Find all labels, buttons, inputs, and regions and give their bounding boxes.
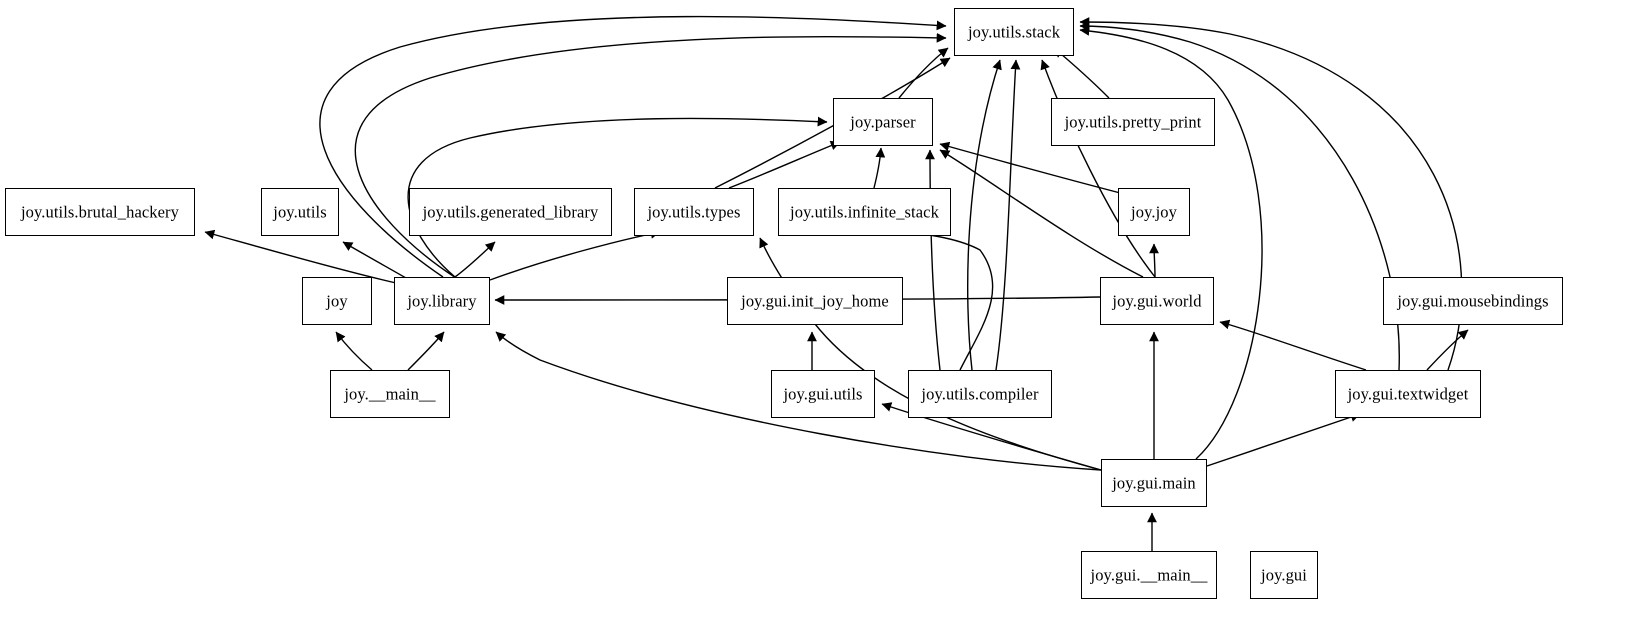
- graph-node-label: joy.gui: [1261, 565, 1307, 585]
- graph-node-label: joy.utils.compiler: [921, 384, 1039, 404]
- graph-node-joy-utils[interactable]: joy.utils: [261, 188, 339, 236]
- graph-node-label: joy: [326, 291, 348, 311]
- edge-joy-gui-textwidget-to-joy-gui-mousebindings: [1426, 329, 1469, 371]
- graph-node-joy-utils-types[interactable]: joy.utils.types: [634, 188, 754, 236]
- graph-node-label: joy.utils: [273, 202, 327, 222]
- graph-node-joy-gui[interactable]: joy.gui: [1250, 551, 1318, 599]
- edge-joy-main-to-joy-library: [407, 331, 445, 371]
- edge-joy-parser-to-joy-utils-stack: [898, 47, 949, 99]
- graph-node-label: joy.utils.pretty_print: [1064, 112, 1202, 132]
- edge-joy-utils-types-to-joy-parser: [728, 140, 841, 189]
- edge-joy-library-to-joy-utils-generated-library: [454, 241, 496, 278]
- edge-joy-gui-world-to-joy-utils-stack: [1040, 59, 1156, 278]
- edge-joy-gui-main-to-joy-gui-textwidget: [1206, 412, 1361, 467]
- graph-node-label: joy.utils.infinite_stack: [790, 202, 939, 222]
- graph-node-label: joy.gui.utils: [783, 384, 863, 404]
- edge-joy-library-to-joy-utils-types: [489, 229, 661, 281]
- graph-node-joy-main[interactable]: joy.__main__: [330, 370, 450, 418]
- graph-node-joy-utils-generated-library[interactable]: joy.utils.generated_library: [409, 188, 612, 236]
- edge-joy-gui-main-to-joy-utils-stack: [1079, 26, 1263, 460]
- edge-joy-gui-main-to-joy-gui-utils: [881, 402, 1102, 471]
- edge-joy-library-to-joy-utils-stack-b: [354, 32, 947, 279]
- edge-joy-utils-compiler-to-joy-parser: [925, 149, 941, 371]
- graph-node-label: joy.gui.textwidget: [1347, 384, 1469, 404]
- edge-joy-main-to-joy: [335, 331, 373, 371]
- graph-node-joy-gui-textwidget[interactable]: joy.gui.textwidget: [1335, 370, 1481, 418]
- edge-joy-utils-compiler-to-joy-utils-stack-b: [995, 59, 1021, 371]
- edge-joy-library-to-joy-utils: [342, 241, 407, 279]
- graph-node-joy-utils-infinite-stack[interactable]: joy.utils.infinite_stack: [778, 188, 951, 236]
- graph-node-label: joy.utils.stack: [967, 22, 1061, 42]
- graph-node-label: joy.joy: [1131, 202, 1177, 222]
- graph-node-joy-gui-mousebindings[interactable]: joy.gui.mousebindings: [1383, 277, 1563, 325]
- graph-node-joy-joy[interactable]: joy.joy: [1118, 188, 1190, 236]
- edge-joy-joy-to-joy-parser: [939, 141, 1129, 196]
- graph-node-label: joy.gui.mousebindings: [1397, 291, 1549, 311]
- edge-joy-gui-world-to-joy-library: [494, 295, 1101, 305]
- graph-node-joy-gui-init-joy-home[interactable]: joy.gui.init_joy_home: [727, 277, 903, 325]
- graph-node-label: joy.gui.__main__: [1090, 565, 1208, 585]
- graph-node-joy-utils-compiler[interactable]: joy.utils.compiler: [908, 370, 1052, 418]
- edge-joy-utils-infinite-stack-to-joy-parser: [873, 147, 886, 189]
- graph-node-joy-gui-utils[interactable]: joy.gui.utils: [771, 370, 875, 418]
- graph-node-joy[interactable]: joy: [302, 277, 372, 325]
- graph-node-joy-gui-world[interactable]: joy.gui.world: [1100, 277, 1214, 325]
- edge-joy-utils-compiler-to-joy-utils-stack-a: [967, 59, 1002, 371]
- edge-joy-gui-textwidget-to-joy-utils-stack-b: [1079, 17, 1463, 371]
- edge-joy-library-to-joy-utils-stack-a: [319, 15, 947, 278]
- edge-joy-gui-world-to-joy-joy: [1149, 243, 1159, 278]
- edge-joy-gui-textwidget-to-joy-gui-world: [1219, 319, 1367, 371]
- edge-joy-library-to-joy-utils-brutal-hackery: [204, 229, 397, 284]
- graph-node-joy-utils-pretty-print[interactable]: joy.utils.pretty_print: [1051, 98, 1215, 146]
- graph-node-joy-utils-stack[interactable]: joy.utils.stack: [954, 8, 1074, 56]
- graph-node-joy-gui-main[interactable]: joy.gui.__main__: [1081, 551, 1217, 599]
- graph-node-label: joy.utils.generated_library: [422, 202, 599, 222]
- edge-joy-gui-world-to-joy-parser: [939, 149, 1144, 278]
- graph-node-label: joy.utils.types: [647, 202, 741, 222]
- graph-node-label: joy.utils.brutal_hackery: [20, 202, 180, 222]
- graph-node-label: joy.parser: [850, 112, 916, 132]
- graph-node-label: joy.gui.main: [1112, 473, 1196, 493]
- graph-node-joy-gui-main[interactable]: joy.gui.main: [1101, 459, 1207, 507]
- edge-joy-gui-main-to-joy-utils-types: [759, 237, 1102, 471]
- graph-node-joy-library[interactable]: joy.library: [394, 277, 490, 325]
- graph-node-joy-parser[interactable]: joy.parser: [833, 98, 933, 146]
- graph-node-label: joy.library: [407, 291, 477, 311]
- graph-node-label: joy.gui.world: [1112, 291, 1202, 311]
- graph-node-joy-utils-brutal-hackery[interactable]: joy.utils.brutal_hackery: [5, 188, 195, 236]
- graph-node-label: joy.__main__: [344, 384, 436, 404]
- edge-joy-gui-main-to-joy-library: [495, 331, 1102, 471]
- graph-node-label: joy.gui.init_joy_home: [741, 291, 889, 311]
